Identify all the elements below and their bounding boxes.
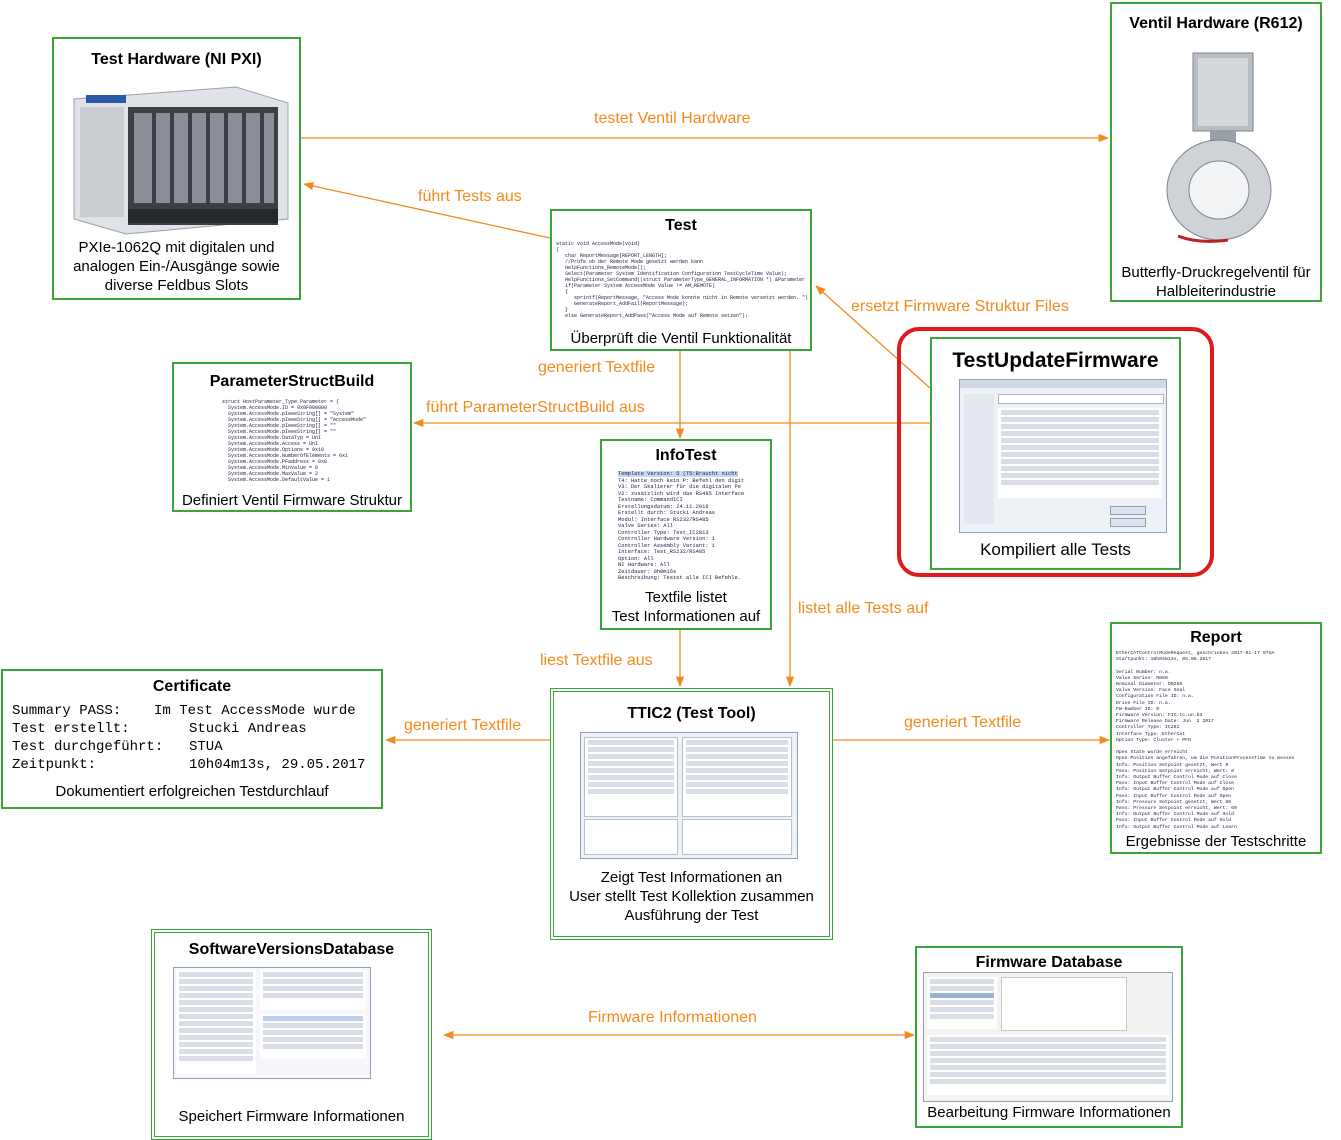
node-test-hardware: Test Hardware (NI PXI) PXIe-1062Q mit di… [52, 37, 301, 300]
folder-dialog-screenshot [959, 379, 1167, 533]
node-ventil-hardware: Ventil Hardware (R612) Butterfly-Druckre… [1110, 2, 1322, 302]
desc-line: PXIe-1062Q mit digitalen und [78, 239, 275, 256]
node-test: Test static void AccessMode(void) { char… [550, 209, 812, 351]
node-desc: PXIe-1062Q mit digitalen und analogen Ei… [54, 238, 299, 295]
node-desc: Definiert Ventil Firmware Struktur [181, 492, 403, 509]
node-ttic2: TTIC2 (Test Tool) Zeigt Test Information… [550, 688, 833, 940]
node-desc: Dokumentiert erfolgreichen Testdurchlauf [55, 783, 329, 800]
edge-label-fuehrt-psb: führt ParameterStructBuild aus [426, 399, 645, 416]
edge-fuehrt-tests [302, 181, 551, 239]
node-parameter-struct-build: ParameterStructBuild struct HostParamete… [172, 362, 412, 512]
cert-key: Test durchgeführt: [12, 739, 164, 755]
cert-line: Zeitpunkt: 10h04m13s, 29.05.2017 [12, 756, 365, 774]
edge-label-generiert-textfile-test: generiert Textfile [538, 359, 656, 376]
node-title: SoftwareVersionsDatabase [188, 941, 395, 958]
test-code-image: static void AccessMode(void) { char Repo… [556, 241, 809, 319]
highlight-frame [897, 327, 1214, 577]
cert-key: Zeitpunkt: [12, 757, 97, 773]
desc-line: Butterfly-Druckregelventil für [1121, 264, 1311, 281]
node-title: TestUpdateFirmware [952, 349, 1159, 372]
cert-line: Summary PASS: Im Test AccessMode wurde [12, 702, 365, 720]
edge-label-generiert-textfile-cert: generiert Textfile [404, 717, 522, 734]
struct-code-image: struct HostParameter_Type Parameter = { … [222, 399, 367, 481]
node-title: Ventil Hardware (R612) [1129, 15, 1303, 32]
cert-value: 10h04m13s, 29.05.2017 [189, 757, 366, 773]
node-title: ParameterStructBuild [209, 373, 375, 390]
edge-label-firmware-info: Firmware Informationen [588, 1009, 757, 1026]
edge-label-ersetzt-firmware: ersetzt Firmware Struktur Files [851, 298, 1069, 315]
node-title: InfoTest [655, 447, 717, 464]
node-desc: Textfile listet Test Informationen auf [602, 588, 770, 626]
node-title: Test [665, 217, 697, 234]
node-title: Test Hardware (NI PXI) [91, 51, 262, 68]
edge-label-generiert-textfile-report: generiert Textfile [904, 714, 1022, 731]
node-software-versions-db: SoftwareVersionsDatabase Speichert Firmw… [151, 929, 432, 1140]
desc-line: Halbleiterindustrie [1155, 283, 1277, 300]
node-desc: Ergebnisse der Testschritte [1125, 833, 1307, 850]
node-report: Report EtherCATControlModeRequest, gesch… [1110, 622, 1322, 854]
cert-key: Summary PASS: [12, 703, 122, 719]
cert-key: Test erstellt: [12, 721, 130, 737]
node-test-update-firmware: TestUpdateFirmware Kompiliert alle Tests [930, 337, 1181, 570]
node-firmware-db: Firmware Database Bearbeitung Firmware I… [915, 946, 1183, 1128]
cert-value: Stucki Andreas [189, 721, 307, 737]
desc-line: diverse Feldbus Slots [104, 277, 249, 294]
node-desc: Zeigt Test Informationen an User stellt … [554, 868, 829, 925]
node-title: TTIC2 (Test Tool) [627, 705, 756, 722]
fwdb-screenshot [923, 972, 1173, 1102]
edge-label-listet-tests: listet alle Tests auf [798, 600, 929, 617]
valve-image [1158, 48, 1280, 248]
certificate-lines: Summary PASS: Im Test AccessMode wurde Te… [12, 702, 365, 774]
cert-line: Test erstellt: Stucki Andreas [12, 720, 365, 738]
node-desc: Speichert Firmware Informationen [178, 1108, 405, 1125]
cert-value: Im Test AccessMode wurde [154, 703, 356, 719]
edge-label-testet-ventil: testet Ventil Hardware [594, 110, 751, 127]
node-desc: Kompiliert alle Tests [980, 540, 1131, 559]
node-desc: Überprüft die Ventil Funktionalität [570, 330, 792, 347]
edge-label-liest-textfile: liest Textfile aus [540, 652, 653, 669]
node-desc: Bearbeitung Firmware Informationen [927, 1104, 1171, 1121]
desc-line: analogen Ein-/Ausgänge sowie [73, 258, 280, 275]
edge-ersetzt-firmware [815, 285, 931, 389]
desc-line: Test Informationen auf [611, 608, 761, 625]
node-info-test: InfoTest Template Version: 5 (T5:Braucht… [600, 439, 772, 630]
desc-line: Zeigt Test Informationen an [600, 869, 783, 886]
node-title: Report [1190, 629, 1242, 646]
ttic2-screenshot [580, 732, 798, 859]
pxi-chassis-image [66, 79, 291, 237]
node-title: Certificate [152, 678, 232, 695]
node-desc: Butterfly-Druckregelventil für Halbleite… [1112, 263, 1320, 301]
desc-line: User stellt Test Kollektion zusammen [569, 888, 814, 905]
svdb-screenshot [173, 967, 371, 1079]
infotest-text-image: Template Version: 5 (T5:Braucht nicht T4… [618, 471, 745, 581]
node-title: Firmware Database [975, 954, 1123, 971]
report-text-image: EtherCATControlModeRequest, geschrieben … [1116, 651, 1295, 830]
desc-line: Textfile listet [645, 589, 727, 606]
edge-label-fuehrt-tests: führt Tests aus [418, 188, 522, 205]
node-certificate: Certificate Summary PASS: Im Test AccessM… [1, 669, 383, 809]
desc-line: Ausführung der Test [624, 907, 759, 924]
cert-line: Test durchgeführt: STUA [12, 738, 365, 756]
cert-value: STUA [189, 739, 223, 755]
